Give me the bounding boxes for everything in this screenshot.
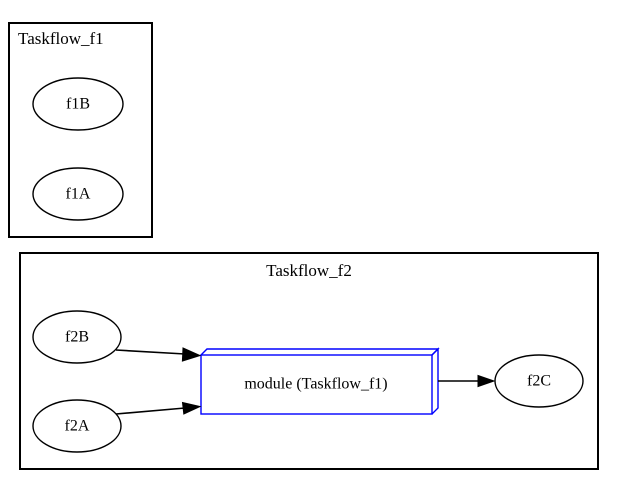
edge-module-to-f2C-arrowhead: [477, 374, 496, 388]
cluster-taskflow-f1-label: Taskflow_f1: [18, 29, 104, 48]
node-module-top-face: [200, 348, 440, 356]
node-f1A[interactable]: f1A: [32, 167, 124, 221]
node-f2B[interactable]: f2B: [32, 310, 122, 364]
edge-module-to-f2C[interactable]: [438, 374, 496, 388]
edge-f2A-to-module-line: [115, 407, 186, 415]
node-module-label: module (Taskflow_f1): [244, 376, 387, 393]
edge-f2A-to-module-arrowhead: [181, 401, 202, 415]
node-f1B-shape: [32, 77, 124, 131]
node-f2A[interactable]: f2A: [32, 399, 122, 453]
node-f2A-label: f2A: [65, 418, 90, 435]
cluster-taskflow-f2-label: Taskflow_f2: [266, 261, 352, 280]
node-module-right-face: [431, 347, 439, 415]
edge-f2B-to-module[interactable]: [115, 347, 202, 362]
cluster-taskflow-f2[interactable]: Taskflow_f2 f2B f2A module (Taskflow_f1): [19, 252, 599, 470]
node-f1A-label: f1A: [66, 186, 91, 203]
node-f1B[interactable]: f1B: [32, 77, 124, 131]
node-f2A-shape: [32, 399, 122, 453]
node-f1A-shape: [32, 167, 124, 221]
node-f2B-label: f2B: [65, 329, 89, 346]
node-module-taskflow-f1[interactable]: module (Taskflow_f1): [200, 347, 440, 415]
edge-f2B-to-module-arrowhead: [181, 347, 202, 362]
cluster-taskflow-f1-border: [8, 22, 153, 238]
node-f2B-shape: [32, 310, 122, 364]
edge-f2B-to-module-line: [115, 349, 186, 355]
node-f2C[interactable]: f2C: [494, 354, 584, 408]
node-f1B-label: f1B: [66, 96, 90, 113]
cluster-taskflow-f1[interactable]: Taskflow_f1 f1B f1A: [8, 22, 153, 238]
cluster-taskflow-f2-border: [19, 252, 599, 470]
node-f2C-label: f2C: [527, 373, 551, 390]
node-module-front-face: [200, 354, 433, 415]
edge-f2A-to-module[interactable]: [115, 401, 202, 415]
